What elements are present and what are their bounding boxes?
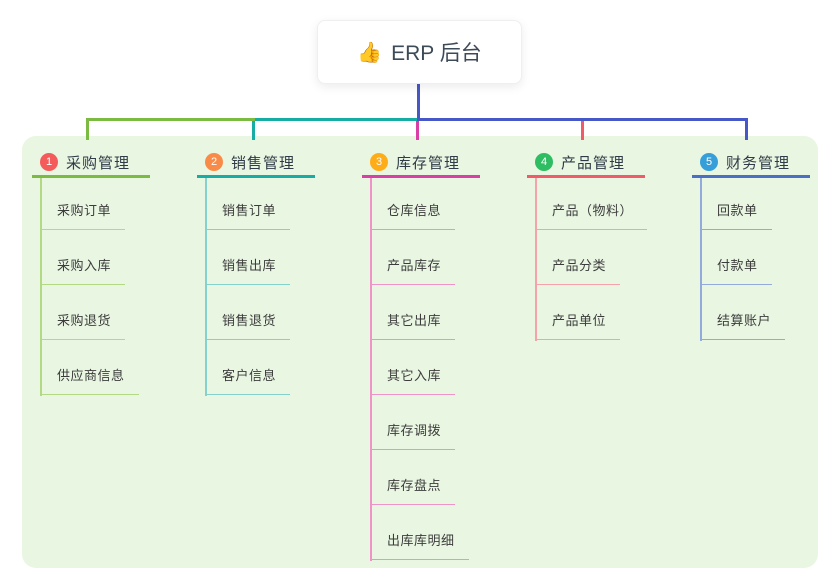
child-node[interactable]: 仓库信息 (370, 202, 456, 230)
branch-title: 产品管理 (561, 154, 626, 172)
branch-badge-5: 5 (700, 153, 718, 171)
branch-node-1[interactable]: 1 采购管理 (40, 150, 130, 174)
branch-title: 销售管理 (231, 154, 296, 172)
drop-branch1 (86, 121, 89, 140)
branch-badge-2: 2 (205, 153, 223, 171)
hline-right (420, 118, 748, 121)
branch-badge-4: 4 (535, 153, 553, 171)
child-node[interactable]: 产品单位 (535, 312, 621, 340)
child-node[interactable]: 产品库存 (370, 257, 456, 285)
branch-underline (692, 175, 810, 178)
drop-branch2 (252, 121, 255, 140)
drop-branch4 (581, 121, 584, 140)
child-node[interactable]: 其它出库 (370, 312, 456, 340)
thumbs-up-icon: 👍 (357, 41, 383, 64)
child-node[interactable]: 供应商信息 (40, 367, 139, 395)
child-node[interactable]: 回款单 (700, 202, 772, 230)
branch-spine-line (40, 178, 42, 396)
branch-spine-line (370, 178, 372, 561)
root-node-label: ERP 后台 (391, 42, 482, 65)
branch-title: 财务管理 (726, 154, 791, 172)
child-node[interactable]: 采购入库 (40, 257, 126, 285)
child-node[interactable]: 产品（物料） (535, 202, 648, 230)
branch-underline (362, 175, 480, 178)
child-node[interactable]: 客户信息 (205, 367, 291, 395)
branch-underline (197, 175, 315, 178)
root-node-erp[interactable]: 👍 ERP 后台 (317, 20, 522, 84)
branch-spine-line (700, 178, 702, 341)
branch-underline (32, 175, 150, 178)
branch-node-2[interactable]: 2 销售管理 (205, 150, 295, 174)
child-node[interactable]: 销售订单 (205, 202, 291, 230)
hline-branch1 (86, 118, 255, 121)
root-stem-line (417, 84, 420, 121)
branches-panel (22, 136, 818, 568)
child-node[interactable]: 销售出库 (205, 257, 291, 285)
child-node[interactable]: 产品分类 (535, 257, 621, 285)
child-node[interactable]: 采购订单 (40, 202, 126, 230)
branch-node-4[interactable]: 4 产品管理 (535, 150, 625, 174)
drop-branch3 (416, 121, 419, 140)
hline-branch2 (255, 118, 417, 121)
branch-badge-3: 3 (370, 153, 388, 171)
branch-spine-line (205, 178, 207, 396)
child-node[interactable]: 出库库明细 (370, 532, 469, 560)
branch-title: 采购管理 (66, 154, 131, 172)
drop-branch5 (745, 118, 748, 140)
child-node[interactable]: 库存调拨 (370, 422, 456, 450)
child-node[interactable]: 采购退货 (40, 312, 126, 340)
branch-badge-1: 1 (40, 153, 58, 171)
child-node[interactable]: 其它入库 (370, 367, 456, 395)
child-node[interactable]: 结算账户 (700, 312, 786, 340)
branch-spine-line (535, 178, 537, 341)
branch-node-5[interactable]: 5 财务管理 (700, 150, 790, 174)
child-node[interactable]: 销售退货 (205, 312, 291, 340)
branch-underline (527, 175, 645, 178)
branch-node-3[interactable]: 3 库存管理 (370, 150, 460, 174)
child-node[interactable]: 库存盘点 (370, 477, 456, 505)
branch-title: 库存管理 (396, 154, 461, 172)
child-node[interactable]: 付款单 (700, 257, 772, 285)
